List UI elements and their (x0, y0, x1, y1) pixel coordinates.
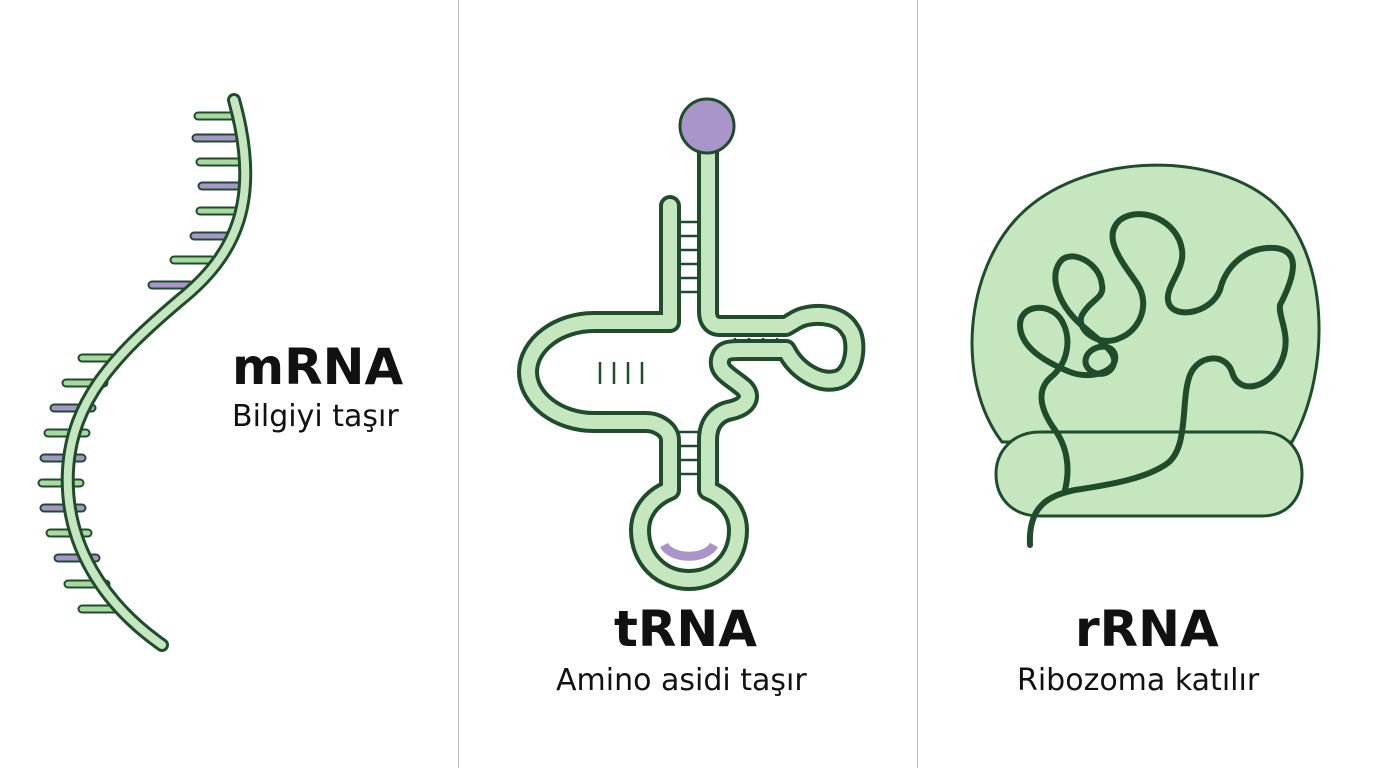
mrna-strand-icon (37, 93, 253, 652)
divider-left (458, 0, 459, 768)
rrna-strand (1017, 211, 1296, 548)
mrna-title: mRNA (232, 338, 404, 396)
rrna-title: rRNA (1075, 600, 1219, 658)
trna-subtitle: Amino asidi taşır (556, 663, 807, 698)
trna-cloverleaf-icon (517, 97, 866, 591)
anticodon-segment (660, 542, 718, 561)
panel-mrna: mRNA Bilgiyi taşır (0, 0, 458, 768)
divider-right (917, 0, 918, 768)
amino-acid-ball (678, 97, 736, 155)
panel-trna: tRNA Amino asidi taşır (517, 97, 866, 698)
rrna-subtitle: Ribozoma katılır (1017, 663, 1260, 698)
trna-title: tRNA (614, 600, 757, 658)
mrna-backbone (63, 96, 250, 649)
mrna-subtitle: Bilgiyi taşır (232, 399, 399, 434)
